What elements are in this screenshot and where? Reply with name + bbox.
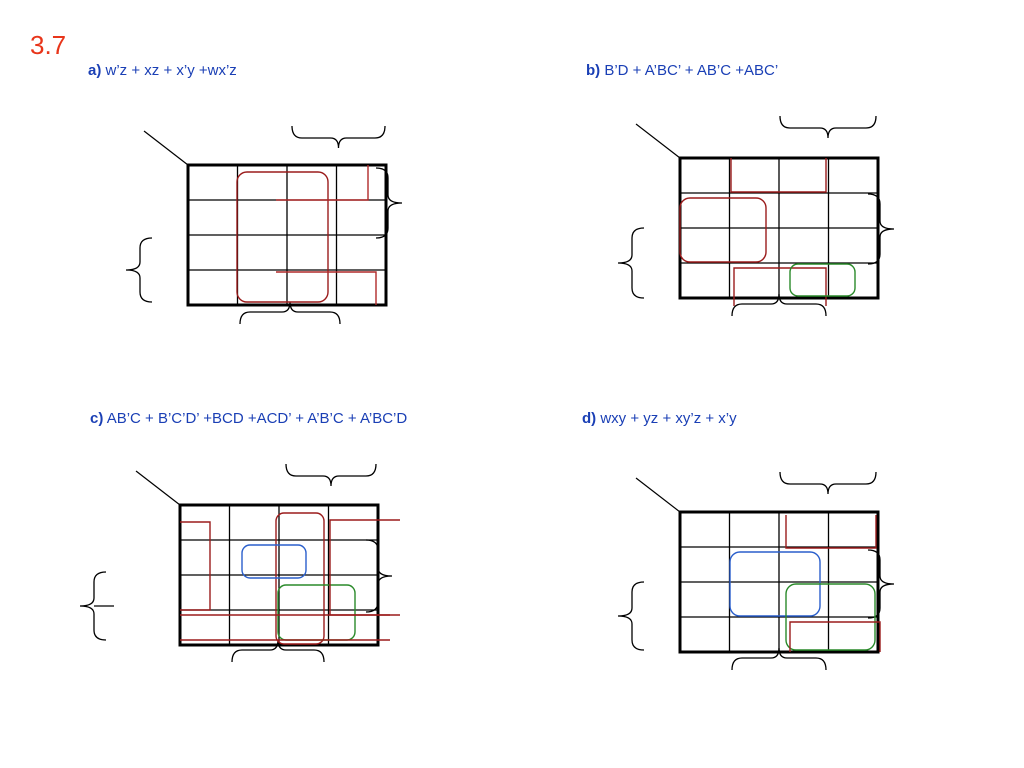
kmap-b-group-loop <box>733 267 827 306</box>
kmap-b-left-brace <box>617 227 645 299</box>
kmap-a-top-brace <box>291 125 386 149</box>
kmap-c-group-loop <box>180 521 211 611</box>
kmap-d-bottom-brace <box>731 647 827 671</box>
kmap-d-grid <box>635 477 880 654</box>
kmap-b-group-loop <box>679 197 767 263</box>
kmap-c-top-brace <box>285 463 377 487</box>
kmap-a-group-loop <box>236 171 329 303</box>
kmap-a-group-loop <box>276 165 369 201</box>
problem-a-expression: w’z + xz + x’y +wx’z <box>105 62 237 79</box>
kmap-a-right-brace <box>375 167 403 239</box>
kmap-b-right-brace <box>867 193 895 265</box>
problem-a-label: a) <box>88 62 102 79</box>
problem-d-label: d) <box>582 410 597 427</box>
kmap-b-group-loop <box>789 263 856 297</box>
problem-d-expression: wxy + yz + xy’z + x’y <box>600 410 737 427</box>
kmap-b-grid <box>635 123 880 300</box>
kmap-c-grid <box>135 470 380 647</box>
problem-d-heading: d) wxy + yz + xy’z + x’y <box>582 410 737 427</box>
kmap-d-group-loop <box>785 515 877 549</box>
kmap-d-right-brace <box>867 549 895 619</box>
problem-c-label: c) <box>90 410 104 427</box>
kmap-c-right-brace <box>365 539 393 613</box>
kmap-b-top-brace <box>779 115 877 139</box>
problem-b-label: b) <box>586 62 601 79</box>
kmap-b-bottom-brace <box>731 293 827 317</box>
problem-b-expression: B’D + A’BC’ + AB’C +ABC’ <box>604 62 779 79</box>
problem-a-heading: a) w’z + xz + x’y +wx’z <box>88 62 237 79</box>
kmap-c-left-brace <box>79 571 107 641</box>
kmap-a-grid <box>143 130 388 307</box>
kmap-a-group-loop <box>276 271 377 305</box>
slide-number: 3.7 <box>30 30 67 60</box>
kmap-b-group-loop <box>730 158 827 193</box>
problem-b-heading: b) B’D + A’BC’ + AB’C +ABC’ <box>586 62 778 79</box>
kmap-d-left-brace <box>617 581 645 651</box>
problem-c-expression: AB’C + B’C’D’ +BCD +ACD’ + A’B’C + A’BC’… <box>106 410 408 427</box>
kmap-c-group-loop <box>241 544 307 579</box>
problem-c-heading: c) AB’C + B’C’D’ +BCD +ACD’ + A’B’C + A’… <box>90 410 407 427</box>
kmap-d-group-loop <box>785 583 876 651</box>
kmap-c-group-loop <box>180 614 390 641</box>
kmap-d-top-brace <box>779 471 877 495</box>
kmap-a-left-brace <box>125 237 153 303</box>
kmap-c-group-loop <box>277 584 356 641</box>
kmap-d-group-loop <box>789 621 881 652</box>
kmap-c-group-loop <box>329 519 400 616</box>
